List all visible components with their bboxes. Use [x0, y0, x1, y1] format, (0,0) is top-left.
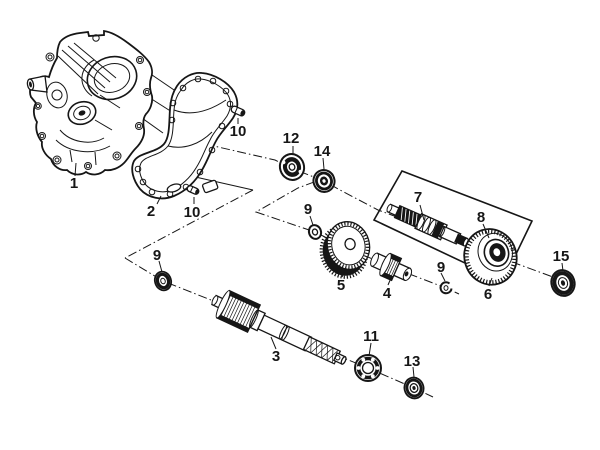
case-bolt-bosses	[34, 34, 151, 170]
oil-seal-upper-drawing	[312, 169, 336, 193]
callout-8[interactable]: 8	[477, 209, 485, 226]
crankcase-cover-drawing	[26, 29, 154, 176]
callout-10-bottom[interactable]: 10	[184, 204, 201, 221]
callout-14[interactable]: 14	[314, 143, 331, 160]
oil-seal-right-drawing	[550, 269, 576, 297]
callout-11[interactable]: 11	[363, 328, 379, 345]
snap-ring-drawing	[439, 281, 453, 295]
washer-left-drawing	[153, 270, 173, 292]
callout-10-top[interactable]: 10	[230, 123, 247, 140]
final-gear-drawing	[463, 228, 518, 286]
callout-4[interactable]: 4	[383, 285, 392, 302]
washer-center-drawing	[307, 224, 323, 240]
oil-seal-lower-drawing	[403, 376, 425, 400]
callout-7[interactable]: 7	[414, 189, 422, 206]
dowel-pin-bottom-drawing	[186, 185, 200, 195]
callout-9-right[interactable]: 9	[437, 259, 445, 276]
drive-shaft-drawing	[211, 289, 347, 365]
callout-15[interactable]: 15	[553, 248, 570, 265]
callout-2[interactable]: 2	[147, 203, 155, 220]
callout-3[interactable]: 3	[272, 348, 280, 365]
counter-gear-drawing	[319, 221, 371, 279]
ball-bearing-lower-drawing	[354, 354, 382, 382]
counter-shaft-drawing	[386, 203, 469, 247]
callout-9-left[interactable]: 9	[153, 247, 161, 264]
gasket-drawing	[131, 72, 239, 200]
callout-13[interactable]: 13	[404, 353, 421, 370]
dowel-pin-top-drawing	[230, 105, 246, 117]
ball-bearing-upper-drawing	[278, 153, 306, 181]
leader-lines	[74, 118, 564, 378]
case-stud	[26, 75, 48, 93]
drive-pinion-drawing	[370, 252, 413, 282]
callout-9-center[interactable]: 9	[304, 201, 312, 218]
callout-5[interactable]: 5	[337, 277, 345, 294]
centerline-jog-left	[124, 175, 254, 259]
callout-labels: 1 2 10 10 12 14 9 5 4 9 7 8 6 15 9 3 11 …	[70, 123, 570, 370]
callout-12[interactable]: 12	[283, 130, 300, 147]
callout-1[interactable]: 1	[70, 175, 78, 192]
callout-6[interactable]: 6	[484, 286, 492, 303]
